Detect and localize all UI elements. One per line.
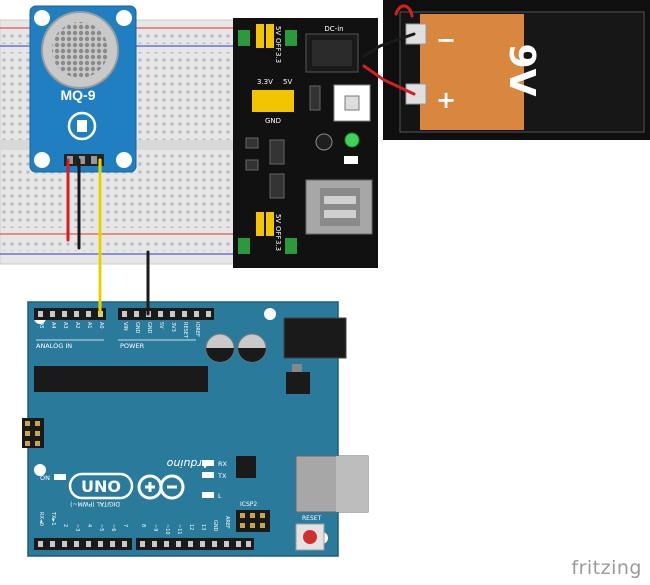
jumper-mid (252, 90, 294, 112)
regulator-capacitor (315, 133, 333, 151)
svg-text:3.3: 3.3 (274, 240, 282, 251)
svg-text:GND: GND (212, 520, 218, 532)
svg-text:TX: TX (217, 472, 227, 480)
atmega-chip (34, 366, 208, 392)
svg-text:3.3: 3.3 (274, 52, 282, 63)
svg-text:GND: GND (265, 117, 281, 125)
svg-text:GND: GND (146, 322, 152, 334)
barrel-jack (283, 317, 347, 359)
arduino-logo-icon (137, 474, 185, 500)
fritzing-watermark: fritzing (571, 557, 642, 579)
battery-terminal-positive (405, 83, 427, 105)
svg-text:5V: 5V (158, 322, 164, 329)
svg-text:~6: ~6 (110, 524, 116, 531)
svg-text:~11: ~11 (176, 524, 182, 535)
digital-label: DIGITAL (PWM~) (70, 500, 120, 507)
svg-text:5V: 5V (274, 26, 282, 35)
svg-text:12: 12 (188, 524, 194, 530)
svg-text:A2: A2 (74, 322, 80, 329)
uno-label: UNO (81, 477, 121, 496)
power-led (344, 132, 360, 148)
svg-text:RX◄0: RX◄0 (38, 512, 44, 526)
svg-text:A1: A1 (86, 322, 92, 329)
svg-text:ICSP: ICSP (14, 420, 21, 434)
svg-text:~10: ~10 (164, 524, 170, 535)
wires (66, 4, 416, 316)
analog-header (34, 308, 106, 320)
svg-text:RESET: RESET (182, 322, 188, 339)
sensor-logo-icon (67, 111, 97, 141)
power-label: POWER (120, 342, 145, 350)
svg-text:VIN: VIN (122, 322, 128, 331)
svg-text:ICSP2: ICSP2 (240, 501, 257, 508)
svg-text:7: 7 (122, 524, 128, 527)
svg-text:8: 8 (140, 524, 146, 527)
sensor-label: MQ-9 (61, 87, 96, 103)
svg-text:~9: ~9 (152, 524, 158, 531)
svg-text:OFF: OFF (274, 38, 282, 52)
svg-text:RX: RX (218, 460, 228, 468)
digital-header-low (34, 538, 132, 550)
jumper-bottom: 5V OFF 3.3 (256, 212, 282, 251)
battery-minus-label: − (436, 26, 456, 54)
svg-text:4: 4 (86, 524, 92, 527)
jumper-top: 5V OFF 3.3 (256, 24, 282, 63)
on-label: ON (40, 474, 50, 482)
dc-in-label: DC-in (324, 25, 343, 33)
svg-text:IOREF: IOREF (194, 322, 200, 337)
svg-text:OFF: OFF (274, 226, 282, 240)
analog-in-label: ANALOG IN (36, 342, 72, 350)
svg-text:3V3: 3V3 (170, 322, 176, 332)
battery-9v: − + 9V (383, 0, 650, 140)
svg-text:A4: A4 (50, 322, 56, 329)
svg-text:TX►1: TX►1 (50, 511, 56, 526)
svg-text:~3: ~3 (74, 524, 80, 531)
wire-battery-positive (362, 64, 416, 96)
battery-label: 9V (501, 44, 542, 97)
battery-plus-label: + (436, 86, 456, 114)
svg-text:5V: 5V (283, 78, 292, 86)
svg-text:~5: ~5 (98, 524, 104, 531)
arduino-uno-board: A5 A4 A3 A2 A1 A0 VIN GND GND 5V 3V3 RES… (14, 301, 369, 557)
svg-text:3.3V: 3.3V (257, 78, 273, 86)
svg-text:A0: A0 (98, 322, 104, 329)
power-header (118, 308, 214, 320)
svg-text:5V: 5V (274, 214, 282, 223)
mq9-sensor-module: MQ-9 (29, 5, 137, 173)
svg-text:GND: GND (134, 322, 140, 334)
wire-battery-negative (362, 32, 416, 58)
svg-text:A5: A5 (38, 322, 44, 329)
battery-terminal-negative (405, 23, 427, 45)
breadboard-power-module: 5V OFF 3.3 DC-in 3.3V 5V GND 5V OFF (233, 18, 378, 268)
svg-text:RESET: RESET (302, 515, 322, 522)
svg-text:A3: A3 (62, 322, 68, 329)
svg-text:13: 13 (200, 524, 206, 530)
arduino-brand: Arduino (166, 457, 210, 470)
svg-text:AREF: AREF (224, 516, 230, 529)
battery-clip-red (394, 4, 414, 18)
svg-text:2: 2 (62, 524, 68, 527)
svg-text:L: L (218, 492, 222, 500)
